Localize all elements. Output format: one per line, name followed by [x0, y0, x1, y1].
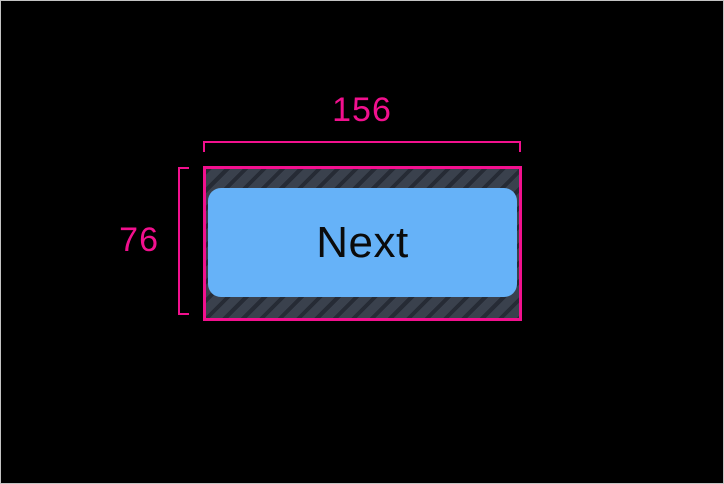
measured-bounds-box: Next — [203, 166, 522, 321]
height-dimension-label: 76 — [119, 221, 159, 259]
width-measure-bracket — [203, 141, 521, 152]
width-dimension-label: 156 — [332, 91, 392, 129]
height-measure-bracket — [178, 167, 189, 315]
next-button[interactable]: Next — [208, 188, 517, 297]
